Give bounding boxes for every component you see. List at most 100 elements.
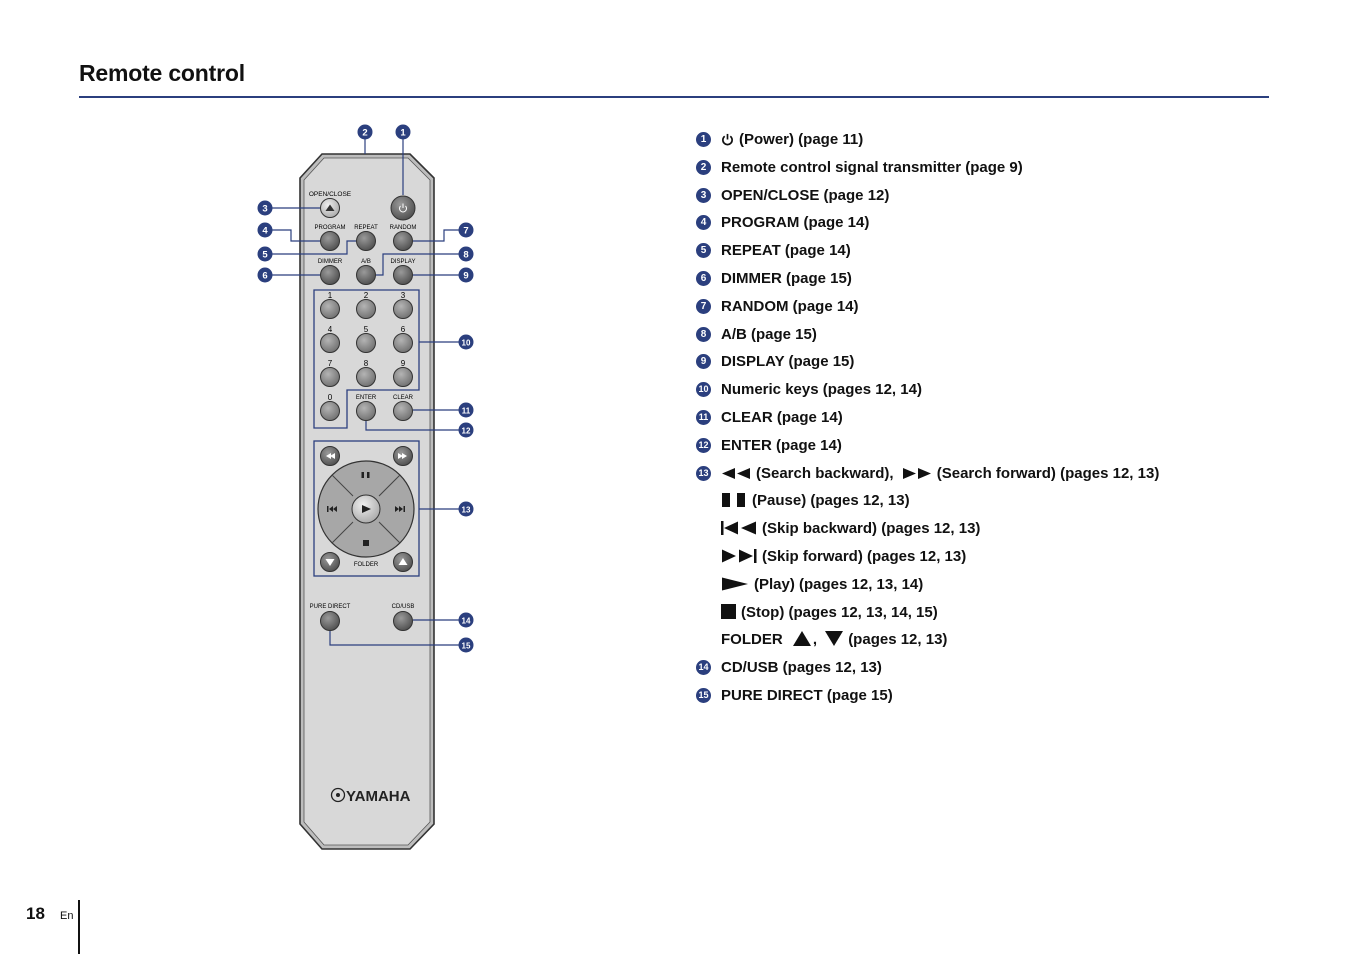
pause-icon [722,493,745,508]
page-number: 18 [26,904,45,923]
power-symbol-icon [399,203,407,213]
folder-up-icon [398,558,408,565]
pure-direct-button[interactable] [320,611,340,631]
item-text: PROGRAM (page 14) [721,214,870,232]
footer-divider [78,900,80,954]
numeric-keys-frame [313,289,420,429]
clear-button[interactable] [393,401,413,421]
key-label-0: 0 [328,393,333,402]
page-title: Remote control [79,60,245,86]
key-0-button[interactable] [320,401,340,421]
callout-13: 13 [462,506,471,515]
program-label: PROGRAM [314,225,345,231]
remote-diagram: OPEN/CLOSE PROGRAM REPEAT RANDOM DIMMER … [257,124,474,850]
enter-button[interactable] [356,401,376,421]
program-button[interactable] [320,231,340,251]
item-text: (Play) (pages 12, 13, 14) [754,575,924,593]
yamaha-logo-icon: YAMAHA [330,787,411,805]
key-9-button[interactable] [393,367,413,387]
item-text: FOLDER [721,631,783,649]
play-icon [722,577,748,591]
repeat-label: REPEAT [354,225,378,231]
folder-label: FOLDER [354,562,379,568]
key-3-button[interactable] [393,299,413,319]
callout-10: 10 [462,339,471,348]
list-item: 6 DIMMER (page 15) [696,267,1316,295]
play-small-icon [362,505,371,513]
skip-backward-small-icon[interactable] [327,506,337,512]
item-text: (Search backward), [756,464,894,482]
item-text: DIMMER (page 15) [721,269,852,287]
list-item: (Skip forward) (pages 12, 13) [696,545,1316,573]
power-icon [722,133,733,146]
callout-11: 11 [462,407,471,416]
item-text: ENTER (page 14) [721,436,842,454]
key-label-6: 6 [401,325,406,334]
callout-6: 6 [262,271,267,282]
item-text: (pages 12, 13) [848,631,948,649]
search-backward-icon [326,453,335,459]
item-number: 15 [696,687,711,703]
cd-usb-button[interactable] [393,611,413,631]
dimmer-label: DIMMER [318,259,343,265]
key-4-button[interactable] [320,333,340,353]
key-1-button[interactable] [320,299,340,319]
item-text: (Pause) (pages 12, 13) [752,492,910,510]
key-8-button[interactable] [356,367,376,387]
ab-label: A/B [361,259,371,265]
item-number: 8 [696,326,711,342]
cd-usb-label: CD/USB [392,604,415,610]
item-text: (Power) (page 11) [739,131,864,148]
item-text: Remote control signal transmitter (page … [721,158,1023,176]
item-number: 5 [696,243,711,259]
callout-1: 1 [400,128,406,139]
pause-small-icon[interactable] [361,472,370,478]
repeat-button[interactable] [356,231,376,251]
skip-forward-small-icon[interactable] [395,506,405,512]
list-item: (Pause) (pages 12, 13) [696,489,1316,517]
pure-direct-label: PURE DIRECT [310,604,351,610]
key-2-button[interactable] [356,299,376,319]
key-6-button[interactable] [393,333,413,353]
dimmer-button[interactable] [320,265,340,285]
random-button[interactable] [393,231,413,251]
item-text: RANDOM (page 14) [721,297,859,315]
folder-down-icon [325,559,335,566]
callout-5: 5 [262,250,268,261]
display-button[interactable] [393,265,413,285]
brand-name: YAMAHA [346,788,411,805]
eject-icon [325,204,335,211]
ab-button[interactable] [356,265,376,285]
search-backward-icon [722,467,750,479]
key-label-5: 5 [364,325,369,334]
item-number: 6 [696,270,711,286]
callout-7: 7 [463,226,468,237]
list-item: (Play) (pages 12, 13, 14) [696,573,1316,601]
item-text: (Skip forward) (pages 12, 13) [762,547,967,565]
stop-small-icon[interactable] [363,540,369,546]
search-forward-icon [902,467,931,479]
key-label-8: 8 [364,359,369,368]
key-5-button[interactable] [356,333,376,353]
key-label-1: 1 [328,291,333,300]
list-item: FOLDER , (pages 12, 13) [721,631,948,649]
skip-forward-icon [722,548,757,563]
folder-down-icon [825,631,844,647]
stop-icon [721,603,736,619]
item-text: (Stop) (pages 12, 13, 14, 15) [741,603,938,621]
clear-label: CLEAR [393,395,414,401]
random-label: RANDOM [390,225,417,231]
item-number: 1 [696,132,711,147]
key-7-button[interactable] [320,367,340,387]
folder-up-icon [792,631,811,647]
callout-2: 2 [362,128,367,139]
